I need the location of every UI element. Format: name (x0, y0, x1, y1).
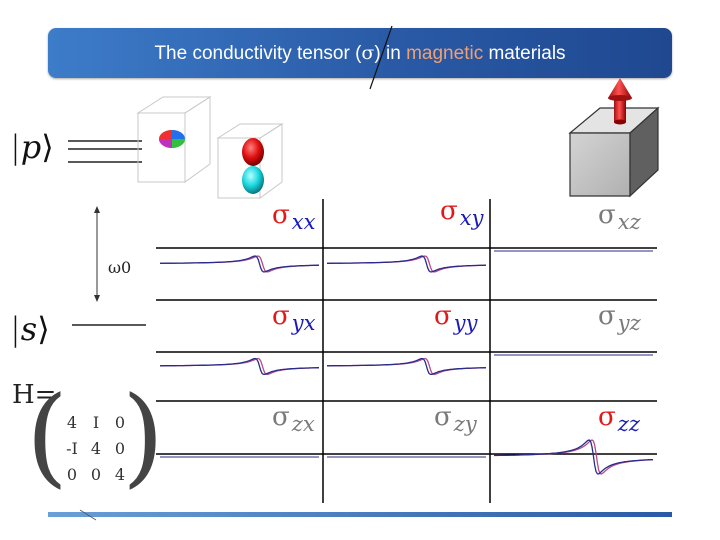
footer-rule (48, 512, 672, 517)
tensor-label-zy: σzy (434, 402, 477, 436)
orbital-box-1 (136, 96, 212, 183)
hamiltonian-matrix: 4 I 0 -I 4 0 0 0 4 (60, 410, 132, 488)
tensor-grid (156, 199, 657, 503)
tensor-label-xz: σxz (598, 200, 641, 234)
tensor-label-zz: σzz (598, 402, 640, 436)
tensor-label-zx: σzx (272, 402, 315, 436)
matrix-row: 4 I 0 (60, 410, 132, 436)
tensor-label-yz: σyz (598, 301, 641, 335)
p-level-lines (68, 140, 142, 163)
pz-orbital (242, 138, 264, 194)
matrix-cell: -I (66, 439, 78, 458)
magnet-cube (568, 106, 660, 198)
tensor-label-yx: σyx (272, 301, 316, 335)
matrix-right-paren: ) (122, 374, 165, 499)
tensor-label-xy: σxy (440, 196, 484, 230)
matrix-cell: 4 (90, 439, 102, 458)
matrix-cell: 4 (114, 465, 126, 484)
hamiltonian-label: H= (12, 380, 57, 410)
curve-yx (160, 357, 319, 376)
curve-xx (160, 255, 319, 273)
title-suffix: materials (483, 43, 566, 64)
matrix-cell: 4 (66, 413, 78, 432)
title-highlight: magnetic (406, 43, 484, 64)
p-orbital-ring (159, 130, 185, 148)
matrix-cell: 0 (66, 465, 78, 484)
slide-title: The conductivity tensor (σ) in magnetic … (48, 28, 672, 78)
matrix-left-paren: ( (26, 374, 69, 499)
gap-label: ω0 (108, 258, 132, 277)
tensor-label-yy: σyy (434, 301, 478, 335)
gap-arrow (94, 206, 100, 302)
matrix-cell: 0 (114, 439, 126, 458)
s-ket: |s⟩ (10, 310, 50, 348)
matrix-cell: I (92, 413, 100, 432)
curve-yy (327, 357, 486, 376)
title-prefix: The conductivity tensor ( (154, 43, 362, 64)
curve-zz (493, 439, 654, 475)
matrix-row: 0 0 4 (60, 462, 132, 488)
tensor-curves (160, 250, 654, 475)
p-ket: |p⟩ (10, 128, 54, 166)
matrix-row: -I 4 0 (60, 436, 132, 462)
curve-xy (327, 255, 486, 273)
title-banner: The conductivity tensor (σ) in magnetic … (48, 28, 672, 78)
matrix-cell: 0 (90, 465, 102, 484)
tensor-label-xx: σxx (272, 200, 316, 234)
matrix-cell: 0 (114, 413, 126, 432)
magnetization-arrow (608, 78, 632, 125)
